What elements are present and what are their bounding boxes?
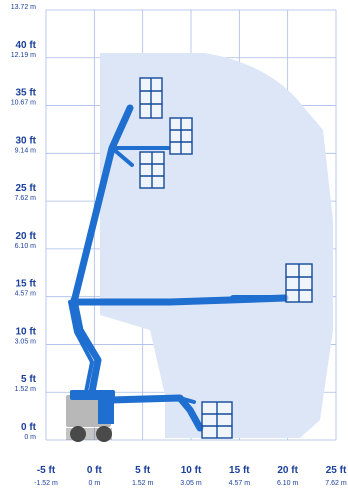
y-tick-label-m: 13.72 m: [11, 4, 36, 11]
x-tick-label-m: 0 m: [88, 480, 100, 487]
y-tick-label-ft: 35 ft: [15, 88, 36, 99]
wheel-fill: [66, 428, 112, 440]
x-tick-label-ft: 25 ft: [326, 465, 347, 476]
y-tick-label-ft: 30 ft: [15, 135, 36, 146]
x-tick-label-m: 4.57 m: [229, 480, 251, 487]
y-tick-label-m: 1.52 m: [15, 386, 37, 393]
y-tick-label-ft: 5 ft: [21, 374, 37, 385]
low-boom: [106, 394, 204, 432]
counterweight: [98, 398, 114, 424]
y-tick-label-m: 4.57 m: [15, 291, 37, 298]
x-tick-label-m: 6.10 m: [277, 480, 299, 487]
platform-low: [201, 401, 233, 439]
y-tick-label-ft: 0 ft: [21, 422, 37, 433]
x-tick-label-ft: 15 ft: [229, 465, 250, 476]
y-tick-label-m: 6.10 m: [15, 243, 37, 250]
x-axis-labels: -5 ft -1.52 m 0 ft 0 m 5 ft 1.52 m 10 ft 3.05 m…: [34, 465, 347, 487]
y-tick-label-ft: 25 ft: [15, 183, 36, 194]
y-tick-label-ft: 10 ft: [15, 326, 36, 337]
riser-arm: [70, 296, 102, 396]
platform-outreach: [285, 263, 313, 303]
x-tick-label-m: 7.62 m: [325, 480, 347, 487]
riser-arm-2: [68, 300, 94, 394]
y-tick-label-m: 10.67 m: [11, 100, 36, 107]
x-tick-label-ft: 0 ft: [87, 465, 103, 476]
y-tick-label-ft: 45 ft: [15, 0, 36, 3]
x-tick-label-ft: -5 ft: [37, 465, 56, 476]
platform-top: [139, 77, 163, 119]
y-tick-label-m: 12.19 m: [11, 52, 36, 59]
y-axis-labels: 0 ft0 m 5 ft1.52 m 10 ft3.05 m 15 ft4.57 m 2…: [11, 0, 37, 441]
x-tick-label-ft: 10 ft: [181, 465, 202, 476]
wheel-rear: [70, 426, 86, 442]
x-tick-label-m: -1.52 m: [34, 480, 58, 487]
y-tick-label-m: 0 m: [24, 434, 36, 441]
x-tick-label-m: 3.05 m: [180, 480, 202, 487]
platform-upper-right: [169, 117, 193, 155]
reach-envelope: [100, 53, 333, 438]
y-tick-label-ft: 40 ft: [15, 40, 36, 51]
x-tick-label-ft: 5 ft: [135, 465, 151, 476]
y-tick-label-m: 7.62 m: [15, 195, 37, 202]
horizontal-boom-tube: [230, 295, 282, 301]
wheel-front: [96, 426, 112, 442]
y-tick-label-m: 3.05 m: [15, 338, 37, 345]
x-tick-label-ft: 20 ft: [277, 465, 298, 476]
boom-lift-machine: [66, 77, 313, 442]
x-tick-label-m: 1.52 m: [132, 480, 154, 487]
y-tick-label-ft: 15 ft: [15, 279, 36, 290]
upright-jib-1: [110, 146, 134, 167]
platform-middle: [139, 151, 165, 189]
y-tick-label-m: 9.14 m: [15, 147, 37, 154]
y-tick-label-ft: 20 ft: [15, 231, 36, 242]
low-jib: [178, 396, 196, 404]
